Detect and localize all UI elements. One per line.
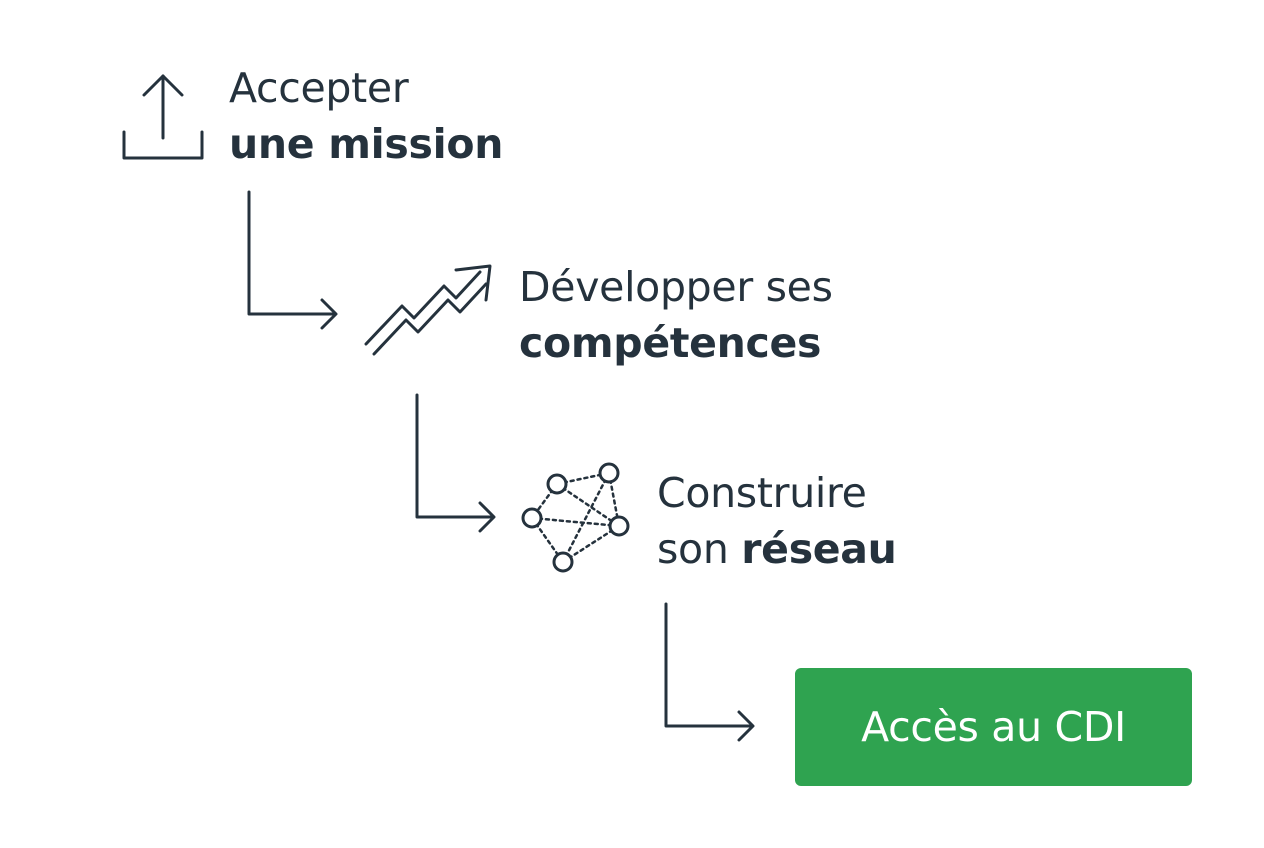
trending-up-icon (364, 264, 492, 356)
step-developper-competences: Développer ses compétences (519, 259, 833, 371)
step-1-emphasis: une mission (229, 120, 504, 168)
step-3-emphasis: réseau (741, 525, 897, 573)
step-2-line1: Développer ses (519, 263, 833, 311)
step-accepter-mission: Accepter une mission (229, 60, 503, 172)
step-3-line1: Construire (657, 469, 867, 517)
upload-icon (122, 74, 204, 160)
step-2-emphasis: compétences (519, 319, 822, 367)
acces-cdi-label: Accès au CDI (861, 703, 1126, 751)
connector-arrow-2 (415, 393, 496, 533)
connector-arrow-1 (247, 190, 338, 330)
step-1-line2: une mission (229, 116, 503, 172)
step-3-line2: son réseau (657, 525, 897, 573)
step-construire-reseau: Construire son réseau (657, 465, 897, 577)
network-icon (521, 462, 630, 573)
acces-cdi-button[interactable]: Accès au CDI (795, 668, 1192, 786)
step-2-line2: compétences (519, 315, 833, 371)
step-1-line1: Accepter (229, 64, 409, 112)
connector-arrow-3 (664, 602, 755, 742)
